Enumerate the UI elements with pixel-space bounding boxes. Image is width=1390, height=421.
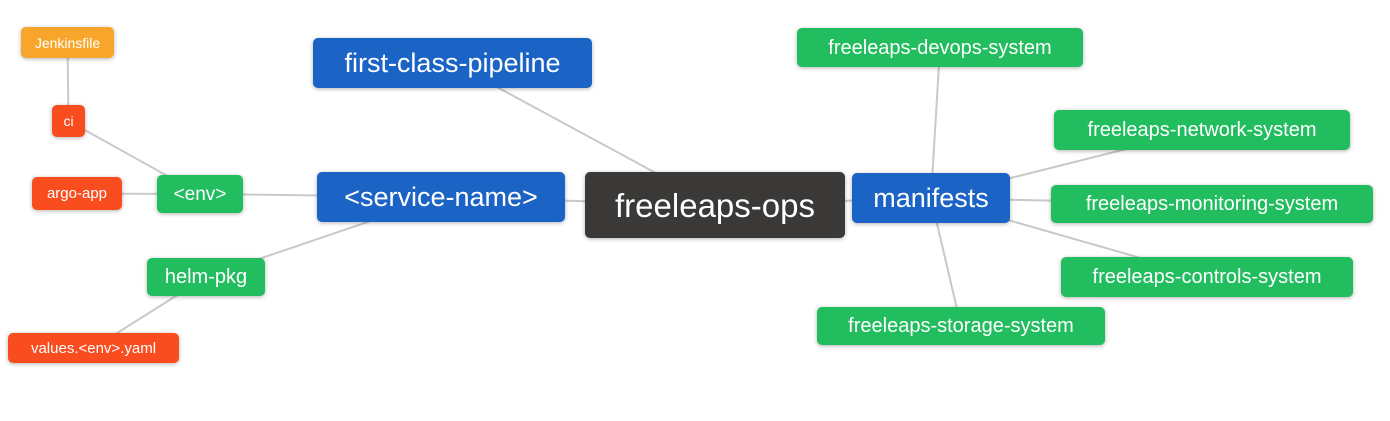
node-env[interactable]: <env> (157, 175, 243, 213)
node-argo-app[interactable]: argo-app (32, 177, 122, 210)
node-devops-system[interactable]: freeleaps-devops-system (797, 28, 1083, 67)
node-manifests[interactable]: manifests (852, 173, 1010, 223)
node-storage-system[interactable]: freeleaps-storage-system (817, 307, 1105, 345)
node-helm-pkg[interactable]: helm-pkg (147, 258, 265, 296)
node-network-system[interactable]: freeleaps-network-system (1054, 110, 1350, 150)
node-ci[interactable]: ci (52, 105, 85, 137)
node-first-class-pipeline[interactable]: first-class-pipeline (313, 38, 592, 88)
node-controls-system[interactable]: freeleaps-controls-system (1061, 257, 1353, 297)
node-jenkinsfile[interactable]: Jenkinsfile (21, 27, 114, 58)
node-freeleaps-ops[interactable]: freeleaps-ops (585, 172, 845, 238)
node-values-env-yaml[interactable]: values.<env>.yaml (8, 333, 179, 363)
node-monitoring-system[interactable]: freeleaps-monitoring-system (1051, 185, 1373, 223)
node-service-name[interactable]: <service-name> (317, 172, 565, 222)
edge-manifests-devops-system (930, 47, 941, 199)
